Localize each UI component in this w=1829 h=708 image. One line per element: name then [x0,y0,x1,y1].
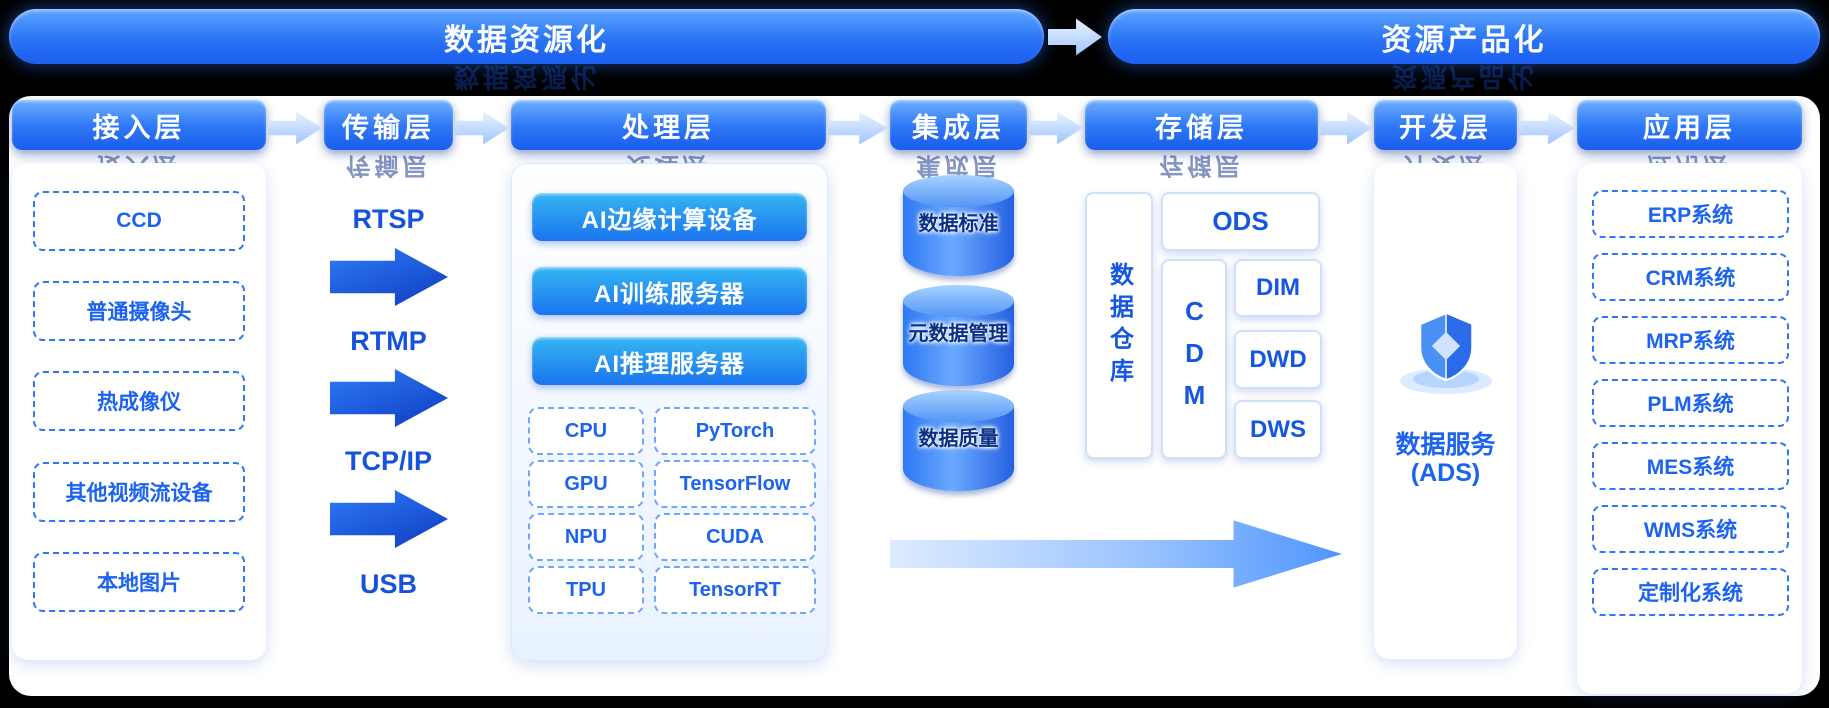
data-warehouse-node: 数据仓库 [1085,192,1153,459]
shield-platform-icon [1374,305,1517,397]
data-service-sublabel: (ADS) [1410,459,1481,487]
banner-right-reflection: 资源产品化 [1391,62,1537,92]
framework-item: TensorRT [654,566,816,614]
access-item: 其他视频流设备 [33,462,245,522]
framework-item: TensorFlow [654,460,816,508]
development-layer-card: 数据服务 (ADS) [1374,163,1517,659]
ai-device-node: AI训练服务器 [532,267,807,315]
application-layer-card: ERP系统 CRM系统 MRP系统 PLM系统 MES系统 WMS系统 定制化系… [1577,163,1802,694]
flow-arrow-icon [330,248,448,306]
access-item: 普通摄像头 [33,281,245,341]
application-item: 定制化系统 [1592,568,1789,616]
application-item: WMS系统 [1592,505,1789,553]
mart-node: DWS [1234,400,1322,459]
header-access-layer: 接入层 [12,100,266,150]
hardware-item: CPU [528,407,644,455]
data-service-label: 数据服务 [1395,431,1496,459]
flow-arrow-icon [330,490,448,548]
database-cylinder-icon: 数据标准 [903,175,1014,289]
transport-layer-group: RTSP RTMP TCP/IP USB [324,163,453,663]
access-item: 本地图片 [33,552,245,612]
storage-layer-group: 数据仓库 ODS CDM DIM DWD DWS [1085,163,1322,663]
governance-label: 元数据管理 [908,323,1009,345]
banner-flow-arrow-icon [1048,18,1102,56]
header-storage-layer: 存储层 [1085,100,1318,150]
governance-label: 数据质量 [918,428,999,450]
framework-item: PyTorch [654,407,816,455]
database-cylinder-icon: 元数据管理 [903,285,1014,399]
access-layer-card: CCD 普通摄像头 热成像仪 其他视频流设备 本地图片 [12,163,266,660]
hardware-item: NPU [528,513,644,561]
integration-layer-group: 数据标准 元数据管理 数据质量 [890,163,1027,513]
header-transport-layer: 传输层 [324,100,453,150]
header-processing-layer: 处理层 [511,100,826,150]
hardware-item: TPU [528,566,644,614]
banner-left-reflection: 数据资源化 [453,62,599,92]
protocol-label: USB [359,569,417,599]
ai-device-node: AI边缘计算设备 [532,193,807,241]
database-cylinder-icon: 数据质量 [903,390,1014,504]
framework-item: CUDA [654,513,816,561]
protocol-label: RTSP [352,204,425,234]
header-development-layer: 开发层 [1374,100,1517,150]
flow-arrow-icon [330,369,448,427]
ods-node: ODS [1161,192,1320,251]
banner-resource-productization: 资源产品化 [1108,9,1820,64]
governance-label: 数据标准 [918,213,999,235]
application-item: MES系统 [1592,442,1789,490]
mart-node: DWD [1234,330,1322,389]
access-item: 热成像仪 [33,371,245,431]
application-item: PLM系统 [1592,379,1789,427]
application-item: ERP系统 [1592,190,1789,238]
header-application-layer: 应用层 [1577,100,1802,150]
hardware-item: GPU [528,460,644,508]
mart-node: DIM [1234,259,1322,317]
protocol-label: TCP/IP [344,446,432,476]
protocol-label: RTMP [350,326,427,356]
ai-device-node: AI推理服务器 [532,337,807,385]
header-integration-layer: 集成层 [890,100,1027,150]
processing-layer-card: AI边缘计算设备 AI训练服务器 AI推理服务器 CPU PyTorch GPU… [511,163,828,661]
banner-data-resourcification: 数据资源化 [9,9,1044,64]
application-item: MRP系统 [1592,316,1789,364]
cdm-node: CDM [1161,259,1227,459]
application-item: CRM系统 [1592,253,1789,301]
access-item: CCD [33,191,245,251]
